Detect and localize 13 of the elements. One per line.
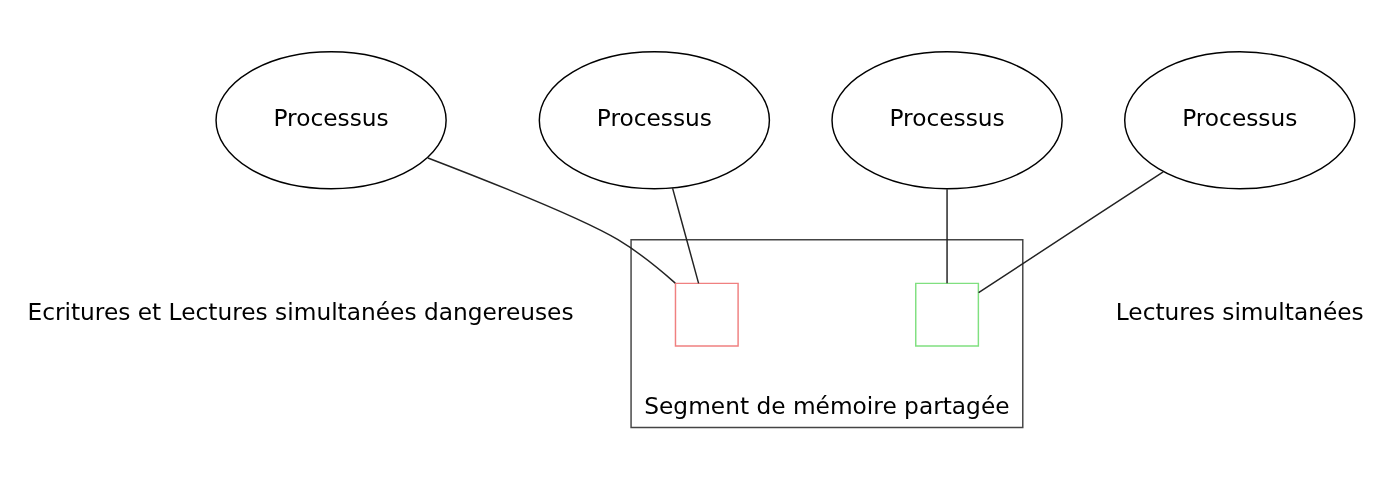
connector [427,157,676,284]
node-box [674,282,739,347]
node-box [915,282,980,347]
connector [977,171,1164,294]
cluster: Segment de mémoire partagée [630,238,1024,429]
node-ellipse: Processus [1124,51,1356,190]
label: Lectures simultanées [1115,298,1364,326]
label: Ecritures et Lectures simultanées dangereuses [27,298,574,326]
connector [946,188,948,284]
node-ellipse: Processus [538,51,771,190]
node-ellipse: Processus [831,51,1063,190]
connector [671,187,700,285]
node-ellipse: Processus [215,51,447,190]
